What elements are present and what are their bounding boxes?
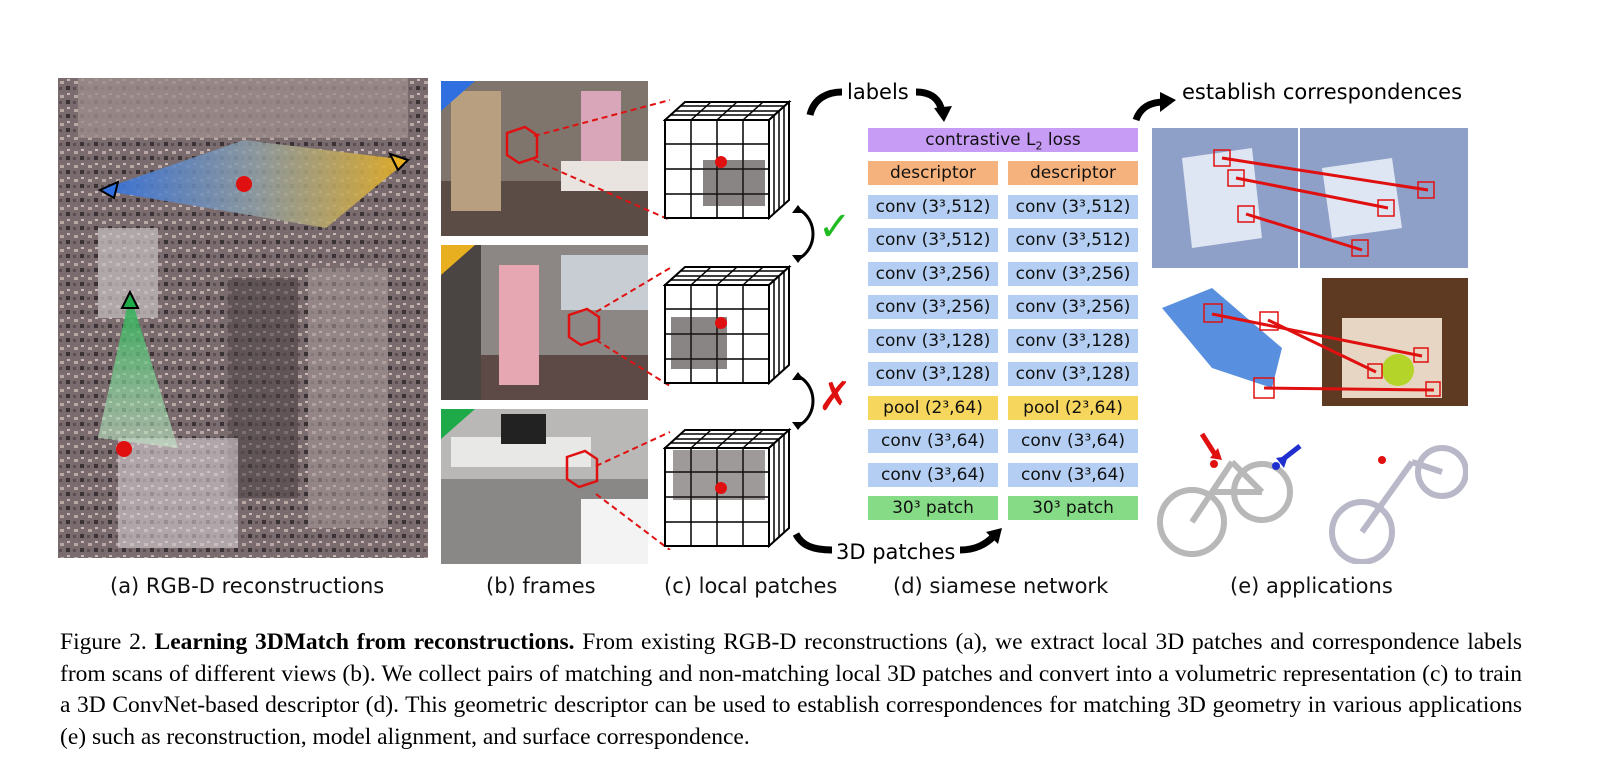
- application-reconstruction-image: [1152, 128, 1468, 268]
- loss-label: contrastive L: [925, 130, 1036, 150]
- loss-subscript: 2: [1035, 139, 1043, 153]
- panel-label-e: (e) applications: [1230, 574, 1393, 598]
- network-layer-right-9: conv (3³,64): [1008, 429, 1138, 453]
- panel-label-b: (b) frames: [486, 574, 596, 598]
- network-layer-left-9: conv (3³,64): [868, 429, 998, 453]
- correspondences-arrow-label: establish correspondences: [1182, 80, 1463, 104]
- frame-image-2: [441, 245, 648, 400]
- patch-connectors: [533, 99, 671, 550]
- network-layer-right-7: conv (3³,128): [1008, 362, 1138, 386]
- nonmatch-bracket: [792, 372, 815, 430]
- network-layer-right-11: 30³ patch: [1008, 496, 1138, 520]
- match-check-icon: ✓: [818, 204, 852, 250]
- caption-body: From existing RGB-D reconstructions (a),…: [60, 629, 1523, 750]
- patches-arrows: [792, 528, 1002, 554]
- voxel-cube-3: [663, 428, 792, 548]
- frame-image-1: [441, 81, 648, 236]
- application-surface-correspondence-image: [1152, 412, 1468, 564]
- match-bracket: [792, 205, 815, 263]
- voxel-cube-2: [663, 265, 792, 385]
- correspondences-arrow: [1132, 92, 1176, 122]
- network-layer-left-11: 30³ patch: [868, 496, 998, 520]
- nonmatch-x-icon: ✗: [818, 374, 852, 420]
- network-layer-left-8: pool (2³,64): [868, 395, 998, 420]
- network-layer-left-2: conv (3³,512): [868, 194, 998, 219]
- network-layer-right-8: pool (2³,64): [1008, 395, 1138, 420]
- network-layer-right-10: conv (3³,64): [1008, 462, 1138, 487]
- network-layer-right-2: conv (3³,512): [1008, 194, 1138, 219]
- loss-suffix: loss: [1042, 130, 1081, 150]
- contrastive-loss-box: contrastive L2 loss: [868, 128, 1138, 152]
- figure-caption: Figure 2. Learning 3DMatch from reconstr…: [60, 627, 1522, 753]
- network-layer-right-5: conv (3³,256): [1008, 295, 1138, 319]
- panel-label-c: (c) local patches: [664, 574, 838, 598]
- network-layer-left-6: conv (3³,128): [868, 328, 998, 353]
- panel-label-a: (a) RGB-D reconstructions: [110, 574, 385, 598]
- network-layer-left-1: descriptor: [868, 161, 998, 185]
- network-layer-left-7: conv (3³,128): [868, 362, 998, 386]
- network-layer-right-3: conv (3³,512): [1008, 228, 1138, 252]
- frame-image-3: [441, 409, 648, 564]
- application-alignment-image: [1152, 278, 1468, 406]
- reconstruction-image: [58, 78, 428, 558]
- panel-label-d: (d) siamese network: [893, 574, 1109, 598]
- labels-arrow-label: labels: [847, 80, 909, 104]
- patches-arrow-label: 3D patches: [836, 540, 956, 564]
- network-layer-left-3: conv (3³,512): [868, 228, 998, 252]
- network-layer-right-1: descriptor: [1008, 161, 1138, 185]
- caption-prefix: Figure 2.: [60, 629, 147, 655]
- caption-title: Learning 3DMatch from reconstructions.: [154, 629, 575, 655]
- labels-arrows: [806, 88, 952, 122]
- network-layer-right-4: conv (3³,256): [1008, 261, 1138, 286]
- voxel-cube-1: [663, 100, 792, 220]
- network-layer-left-5: conv (3³,256): [868, 295, 998, 319]
- network-layer-right-6: conv (3³,128): [1008, 328, 1138, 353]
- network-layer-left-10: conv (3³,64): [868, 462, 998, 487]
- network-layer-left-4: conv (3³,256): [868, 261, 998, 286]
